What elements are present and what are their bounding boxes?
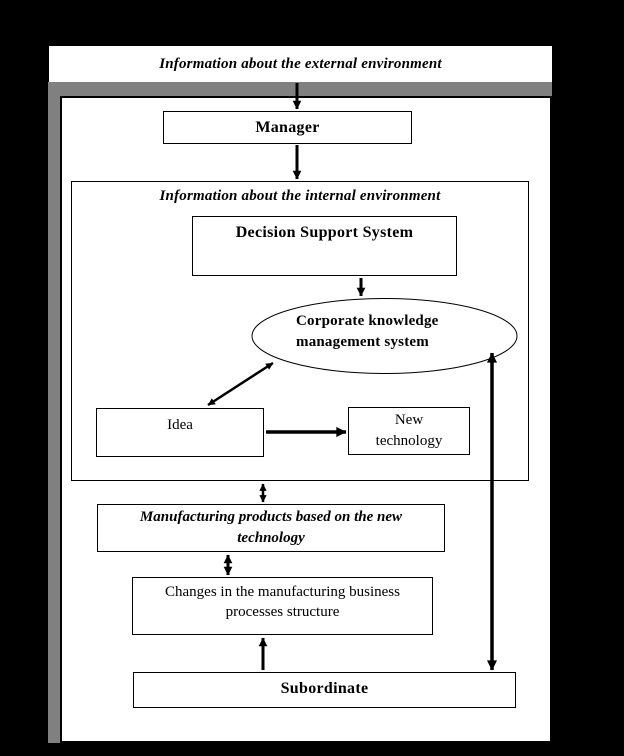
manager-label: Manager bbox=[255, 118, 320, 136]
ellipse-corporate-knowledge bbox=[251, 298, 518, 374]
external-environment-band: Information about the external environme… bbox=[49, 46, 552, 82]
node-changes: Changes in the manufacturing business pr… bbox=[132, 577, 433, 635]
internal-environment-panel: Information about the internal environme… bbox=[71, 181, 529, 481]
dss-label: Decision Support System bbox=[235, 224, 414, 241]
subordinate-label: Subordinate bbox=[280, 680, 369, 697]
corporate-knowledge-label: Corporate knowledge management system bbox=[296, 313, 439, 350]
manufacturing-label: Manufacturing products based on the new … bbox=[139, 509, 403, 546]
idea-label: Idea bbox=[167, 417, 193, 433]
internal-environment-label: Information about the internal environme… bbox=[159, 188, 441, 204]
node-manufacturing: Manufacturing products based on the new … bbox=[97, 504, 445, 552]
node-idea: Idea bbox=[96, 408, 264, 457]
changes-label: Changes in the manufacturing business pr… bbox=[165, 584, 400, 620]
node-new-technology: New technology bbox=[348, 407, 470, 455]
external-environment-label: Information about the external environme… bbox=[159, 55, 442, 72]
node-subordinate: Subordinate bbox=[133, 672, 516, 708]
new-technology-label: New technology bbox=[375, 412, 443, 449]
node-manager: Manager bbox=[163, 111, 412, 144]
main-panel bbox=[60, 96, 552, 743]
node-decision-support-system: Decision Support System bbox=[192, 216, 457, 276]
arrow-ckms-idea-bidirectional bbox=[207, 361, 274, 407]
